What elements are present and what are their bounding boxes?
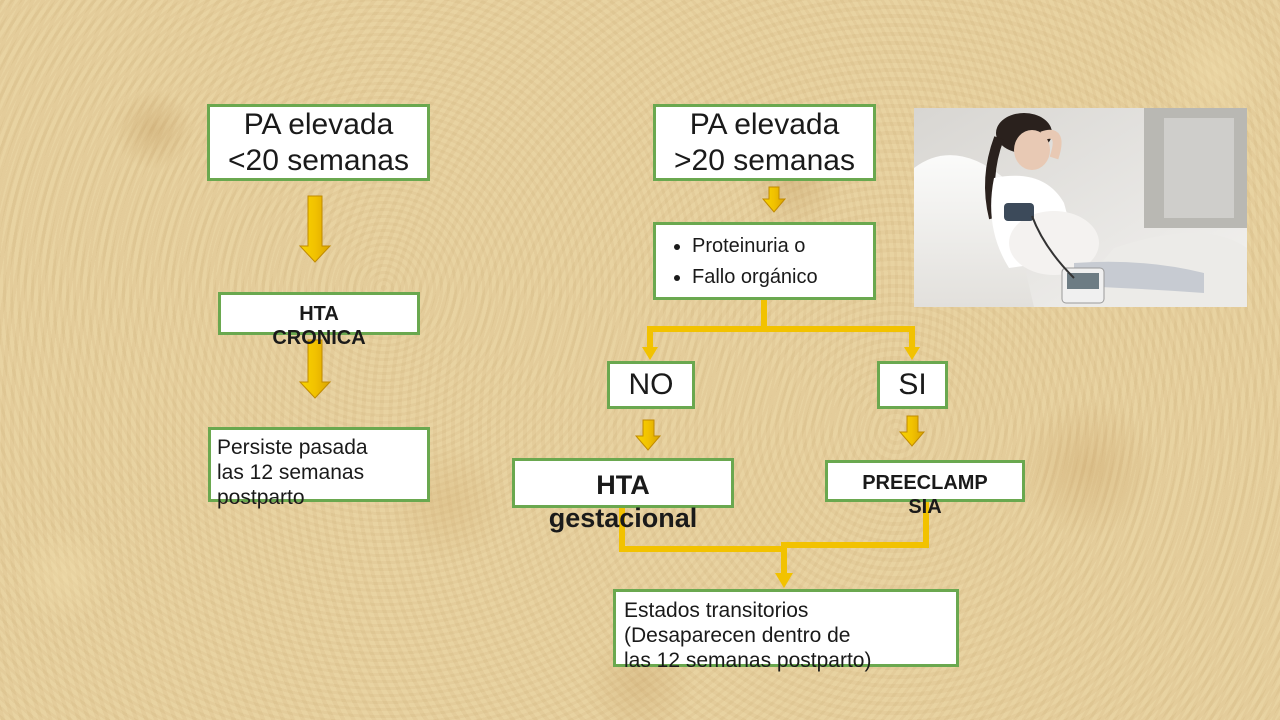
- persiste-line-2: las 12 semanas: [217, 461, 365, 484]
- hta-cronica-line-1: HTA: [299, 303, 339, 325]
- menor-20-semanas-label: <20 semanas: [228, 143, 409, 177]
- preeclampsia-line-2: SIA: [908, 496, 942, 518]
- arrow-down-right-1: [761, 186, 787, 213]
- pa-elevada-mayor-20-box: PA elevada >20 semanas: [653, 104, 876, 181]
- estados-line-2: (Desaparecen dentro de: [624, 624, 851, 647]
- hta-cronica-line-2: CRONICA: [272, 327, 366, 349]
- estados-transitorios-box: Estados transitorios (Desaparecen dentro…: [613, 589, 959, 672]
- persiste-line-3: postparto: [217, 486, 305, 509]
- split-arrowhead-no: [642, 347, 658, 360]
- arrow-down-left-1: [298, 195, 332, 263]
- photo-illustration: [914, 108, 1247, 307]
- si-label: SI: [898, 368, 927, 401]
- preeclampsia-line-1: PREECLAMP: [862, 472, 988, 494]
- merge-arrowhead: [775, 573, 793, 588]
- pa-elevada-label-right: PA elevada: [689, 107, 840, 141]
- si-box: SI: [877, 361, 948, 409]
- hta-gestacional-line-1: HTA: [596, 470, 650, 500]
- split-arrowhead-si: [904, 347, 920, 360]
- pa-elevada-menor-20-box: PA elevada <20 semanas: [207, 104, 430, 181]
- mayor-20-semanas-label: >20 semanas: [674, 143, 855, 177]
- pa-elevada-label: PA elevada: [243, 107, 394, 141]
- estados-line-3: las 12 semanas postparto): [624, 649, 872, 672]
- hta-gestacional-line-2: gestacional: [548, 503, 698, 533]
- preeclampsia-box: PREECLAMP SIA: [825, 460, 1025, 518]
- criteria-list: Proteinuria o Fallo orgánico: [656, 225, 873, 293]
- estados-line-1: Estados transitorios: [624, 599, 809, 622]
- no-label: NO: [628, 368, 674, 401]
- split-connector: [647, 300, 767, 349]
- hta-cronica-box: HTA CRONICA: [218, 292, 420, 349]
- persiste-box: Persiste pasada las 12 semanas postparto: [208, 427, 430, 509]
- persiste-line-1: Persiste pasada: [217, 436, 368, 459]
- arrow-down-no: [634, 419, 662, 451]
- pregnant-woman-photo: [914, 108, 1247, 307]
- hta-gestacional-box: HTA gestacional: [512, 458, 734, 533]
- no-box: NO: [607, 361, 695, 409]
- criteria-box: Proteinuria o Fallo orgánico: [653, 222, 876, 300]
- arrow-down-si: [898, 415, 926, 447]
- criteria-item-fallo: Fallo orgánico: [692, 262, 873, 293]
- criteria-item-proteinuria: Proteinuria o: [692, 231, 873, 262]
- split-connector-right: [764, 326, 915, 349]
